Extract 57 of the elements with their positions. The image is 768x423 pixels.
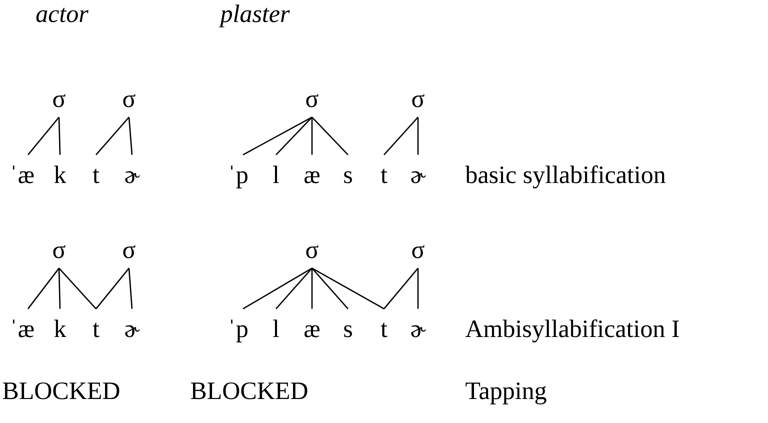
segment-symbol: ɚ (125, 325, 140, 338)
association-line (384, 116, 418, 156)
association-line (128, 117, 133, 155)
segment-symbol: ɚ (411, 171, 426, 184)
result-label: BLOCKED (190, 382, 308, 400)
segment-symbol: ˈæ (13, 320, 34, 338)
row-label: Ambisyllabification I (465, 319, 679, 342)
segment-symbol: k (54, 320, 66, 337)
association-line (96, 116, 130, 156)
association-line (312, 268, 384, 310)
segment-symbol: k (54, 166, 66, 183)
syllable-symbol: σ (53, 94, 66, 108)
association-line (27, 268, 60, 310)
segment-symbol: æ (304, 171, 320, 184)
segment-symbol: ɚ (411, 325, 426, 338)
association-line (58, 117, 61, 155)
segment-symbol: t (92, 322, 100, 338)
association-line (58, 268, 61, 309)
association-line (417, 117, 419, 155)
syllable-symbol: σ (123, 94, 136, 108)
segment-symbol: ˈp (231, 166, 248, 188)
segment-symbol: s (344, 171, 352, 184)
syllable-symbol: σ (53, 245, 66, 258)
word-label: actor (36, 8, 88, 22)
association-line (96, 268, 130, 310)
syllable-symbol: σ (412, 245, 424, 258)
segment-symbol: ɚ (125, 171, 140, 184)
segment-symbol: ˈæ (13, 166, 34, 184)
segment-symbol: t (380, 168, 388, 184)
segment-symbol: s (344, 325, 352, 338)
association-line (128, 268, 133, 309)
association-line (311, 268, 313, 309)
association-line (276, 116, 312, 156)
segment-symbol: æ (304, 325, 320, 338)
row-label: basic syllabification (465, 165, 666, 188)
association-line (276, 268, 312, 310)
segment-symbol: t (380, 322, 388, 338)
association-line (58, 268, 96, 310)
association-line (28, 116, 60, 156)
association-line (417, 268, 419, 309)
syllable-symbol: σ (123, 245, 136, 258)
syllable-symbol: σ (306, 94, 318, 108)
rule-label: Tapping (466, 382, 546, 404)
association-line (242, 116, 312, 156)
association-line (311, 117, 313, 155)
association-line (312, 268, 348, 310)
segment-symbol: l (273, 166, 279, 183)
syllable-symbol: σ (412, 94, 424, 108)
word-label: plaster (218, 4, 290, 28)
syllable-symbol: σ (306, 245, 318, 258)
association-line (242, 268, 312, 310)
segment-symbol: t (92, 168, 100, 184)
segment-symbol: l (273, 320, 279, 337)
segment-symbol: ˈp (231, 320, 248, 342)
association-line (384, 268, 418, 310)
association-line (312, 116, 348, 156)
result-label: BLOCKED (2, 382, 120, 400)
